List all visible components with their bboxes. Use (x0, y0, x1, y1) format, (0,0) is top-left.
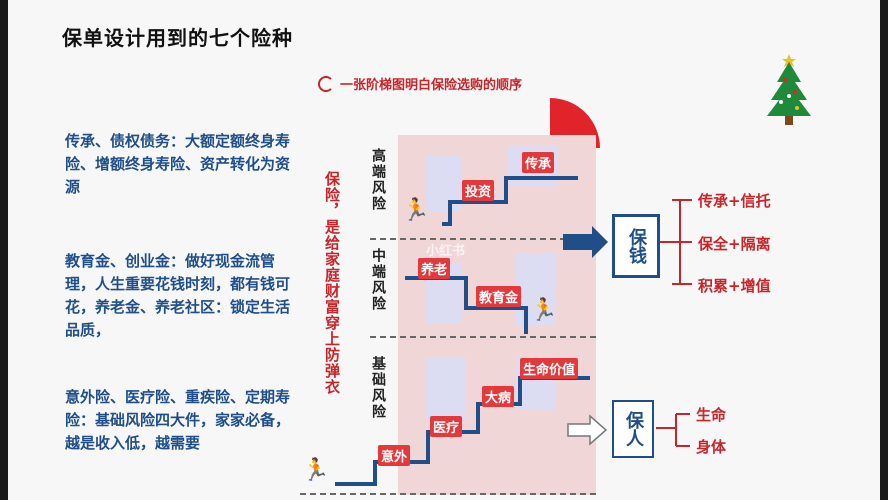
tier-divider-lower (370, 336, 596, 338)
window (516, 253, 556, 325)
window (426, 357, 466, 419)
subtitle-text: 一张阶梯图明白保险选购的顺序 (340, 78, 523, 93)
step-yiliao: 医疗 (430, 416, 463, 437)
item-baoquan-geli: 保全+隔离 (698, 235, 771, 253)
tier-label-base: 基础风险 (370, 356, 386, 420)
step-jiaoyujin: 教育金 (476, 286, 522, 307)
ground-line (300, 493, 596, 495)
spiral-icon (318, 75, 334, 92)
left-block-education: 教育金、创业金：做好现金流管理，人生重要花钱时刻，都有钱可花，养老金、养老社区：… (65, 252, 291, 339)
item-chuancheng-xintuo: 传承+信托 (698, 192, 771, 210)
box-baoren: 保人 (612, 400, 654, 458)
climber-icon: 🏃 (530, 298, 558, 323)
tier-label-mid: 中端风险 (370, 248, 386, 312)
step-touzi: 投资 (462, 180, 495, 201)
stairs-high (442, 176, 578, 226)
arrow-to-baoqian (563, 226, 608, 258)
subtitle: 一张阶梯图明白保险选购的顺序 (318, 74, 522, 93)
arrow-to-baoren (567, 414, 608, 446)
box-baoren-text: 保人 (623, 411, 644, 447)
climber-icon: 🏃 (402, 198, 430, 223)
item-shenti: 身体 (696, 438, 727, 456)
step-yanglao: 养老 (418, 258, 451, 279)
climber-icon: 🏃 (302, 458, 330, 483)
step-yiwai: 意外 (378, 445, 411, 466)
box-baoqian-text: 保钱 (626, 228, 647, 264)
box-baoqian: 保钱 (612, 214, 660, 278)
left-block-basic: 意外险、医疗险、重疾险、定期寿险：基础风险四大件，家家必备，越是收入低，越需要 (65, 388, 291, 452)
bracket-baoqian (656, 199, 692, 285)
christmas-tree-icon (767, 54, 811, 125)
page-title: 保单设计用到的七个险种 (62, 26, 293, 50)
bracket-baoren (656, 413, 690, 447)
watermark: 小红书 (426, 244, 466, 259)
left-block-legacy: 传承、债权债务：大额定额终身寿险、增额终身寿险、资产转化为资源 (65, 132, 291, 196)
item-jilei-zengzhi: 积累+增值 (698, 277, 771, 295)
step-dabing: 大病 (482, 386, 515, 407)
tier-divider-upper (370, 238, 596, 240)
item-shengming: 生命 (696, 406, 727, 424)
frame-edge-right (880, 0, 888, 500)
vertical-slogan: 保险，是给家庭财富穿上防弹衣 (323, 171, 341, 395)
step-chuancheng: 传承 (522, 152, 555, 173)
stairs-base (335, 376, 590, 486)
tier-label-high: 高端风险 (370, 148, 386, 212)
step-shengmingjiazhi: 生命价值 (520, 358, 579, 379)
frame-edge-left (0, 0, 8, 500)
